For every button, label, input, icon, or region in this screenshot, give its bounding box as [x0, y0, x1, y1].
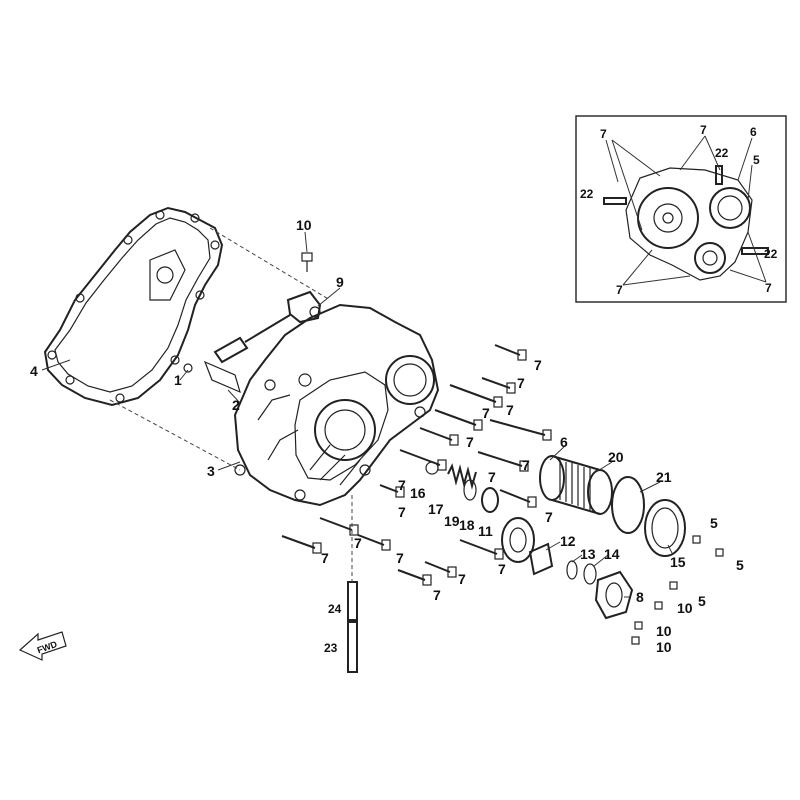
inset-callout-22: 22	[715, 146, 729, 160]
callout-7: 7	[522, 457, 530, 473]
inset-callout-22: 22	[580, 187, 594, 201]
pump-cover-part-8	[594, 570, 634, 620]
sensor-assembly	[183, 290, 322, 394]
callout-21: 21	[656, 469, 672, 485]
bearing-part-11	[501, 517, 535, 563]
callout-15: 15	[670, 554, 686, 570]
callout-18: 18	[459, 517, 475, 533]
bolt-part-10-top	[301, 252, 313, 272]
inset-callout-7: 7	[765, 281, 772, 295]
dowel-pins-23-24	[347, 495, 358, 673]
callout-4: 4	[30, 363, 38, 379]
callout-7: 7	[506, 402, 514, 418]
callout-10: 10	[656, 623, 672, 639]
callout-7: 7	[396, 550, 404, 566]
callout-5: 5	[710, 515, 718, 531]
callout-7: 7	[498, 561, 506, 577]
callout-5: 5	[736, 557, 744, 573]
callout-7: 7	[482, 405, 490, 421]
small-bolts-parts-5-10	[631, 535, 724, 645]
gasket-guide-line	[209, 227, 331, 301]
inset-callout-6: 6	[750, 125, 757, 139]
inset-callout-5: 5	[753, 153, 760, 167]
callout-7: 7	[354, 535, 362, 551]
callout-9: 9	[336, 274, 344, 290]
callout-7: 7	[488, 469, 496, 485]
cover-housing-part-3	[233, 303, 440, 507]
callout-5: 5	[698, 593, 706, 609]
callout-7: 7	[517, 375, 525, 391]
callout-11: 11	[478, 523, 493, 539]
inset-callout-7: 7	[700, 123, 707, 137]
callout-13: 13	[580, 546, 596, 562]
inset-detail-view: 7 7 6 22 5 22 22 7 7	[575, 115, 787, 303]
main-callouts: 10 9 4 1 2 3 7 7 7 7 7 7 7 7 7 7 7 7 7 7…	[30, 217, 744, 655]
callout-7: 7	[466, 434, 474, 450]
callout-10: 10	[677, 600, 693, 616]
callout-14: 14	[604, 546, 620, 562]
gasket-part-4	[43, 206, 224, 407]
inset-callout-7: 7	[616, 283, 623, 297]
gasket-guide-line	[109, 399, 241, 471]
callout-19: 19	[444, 513, 460, 529]
callout-7: 7	[398, 504, 406, 520]
leader-lines	[41, 231, 673, 598]
callout-7: 7	[321, 550, 329, 566]
callout-6: 6	[560, 434, 568, 450]
callout-10: 10	[656, 639, 672, 655]
o-ring-part-21	[611, 476, 645, 534]
callout-7: 7	[398, 477, 406, 493]
callout-7: 7	[433, 587, 441, 603]
callout-2: 2	[232, 397, 240, 413]
callout-7: 7	[545, 509, 553, 525]
fwd-label: FWD	[36, 639, 59, 656]
filter-element-part-20	[539, 455, 613, 515]
callout-10: 10	[296, 217, 312, 233]
callout-7: 7	[458, 571, 466, 587]
filter-cap-part-15	[644, 499, 686, 557]
inset-callout-22: 22	[764, 247, 778, 261]
callout-17: 17	[428, 501, 444, 517]
callout-8: 8	[636, 589, 644, 605]
spring-and-seal-parts	[425, 461, 499, 513]
inset-callout-7: 7	[600, 127, 607, 141]
long-bolts-part-7	[281, 344, 552, 586]
callout-20: 20	[608, 449, 624, 465]
callout-12: 12	[560, 533, 576, 549]
callout-7: 7	[534, 357, 542, 373]
callout-3: 3	[207, 463, 215, 479]
callout-24: 24	[328, 602, 342, 616]
sleeve-parts-12-13-14	[528, 542, 597, 585]
callout-1: 1	[174, 372, 182, 388]
callout-23: 23	[324, 641, 338, 655]
callout-16: 16	[410, 485, 426, 501]
forward-direction-badge: FWD	[18, 631, 67, 661]
